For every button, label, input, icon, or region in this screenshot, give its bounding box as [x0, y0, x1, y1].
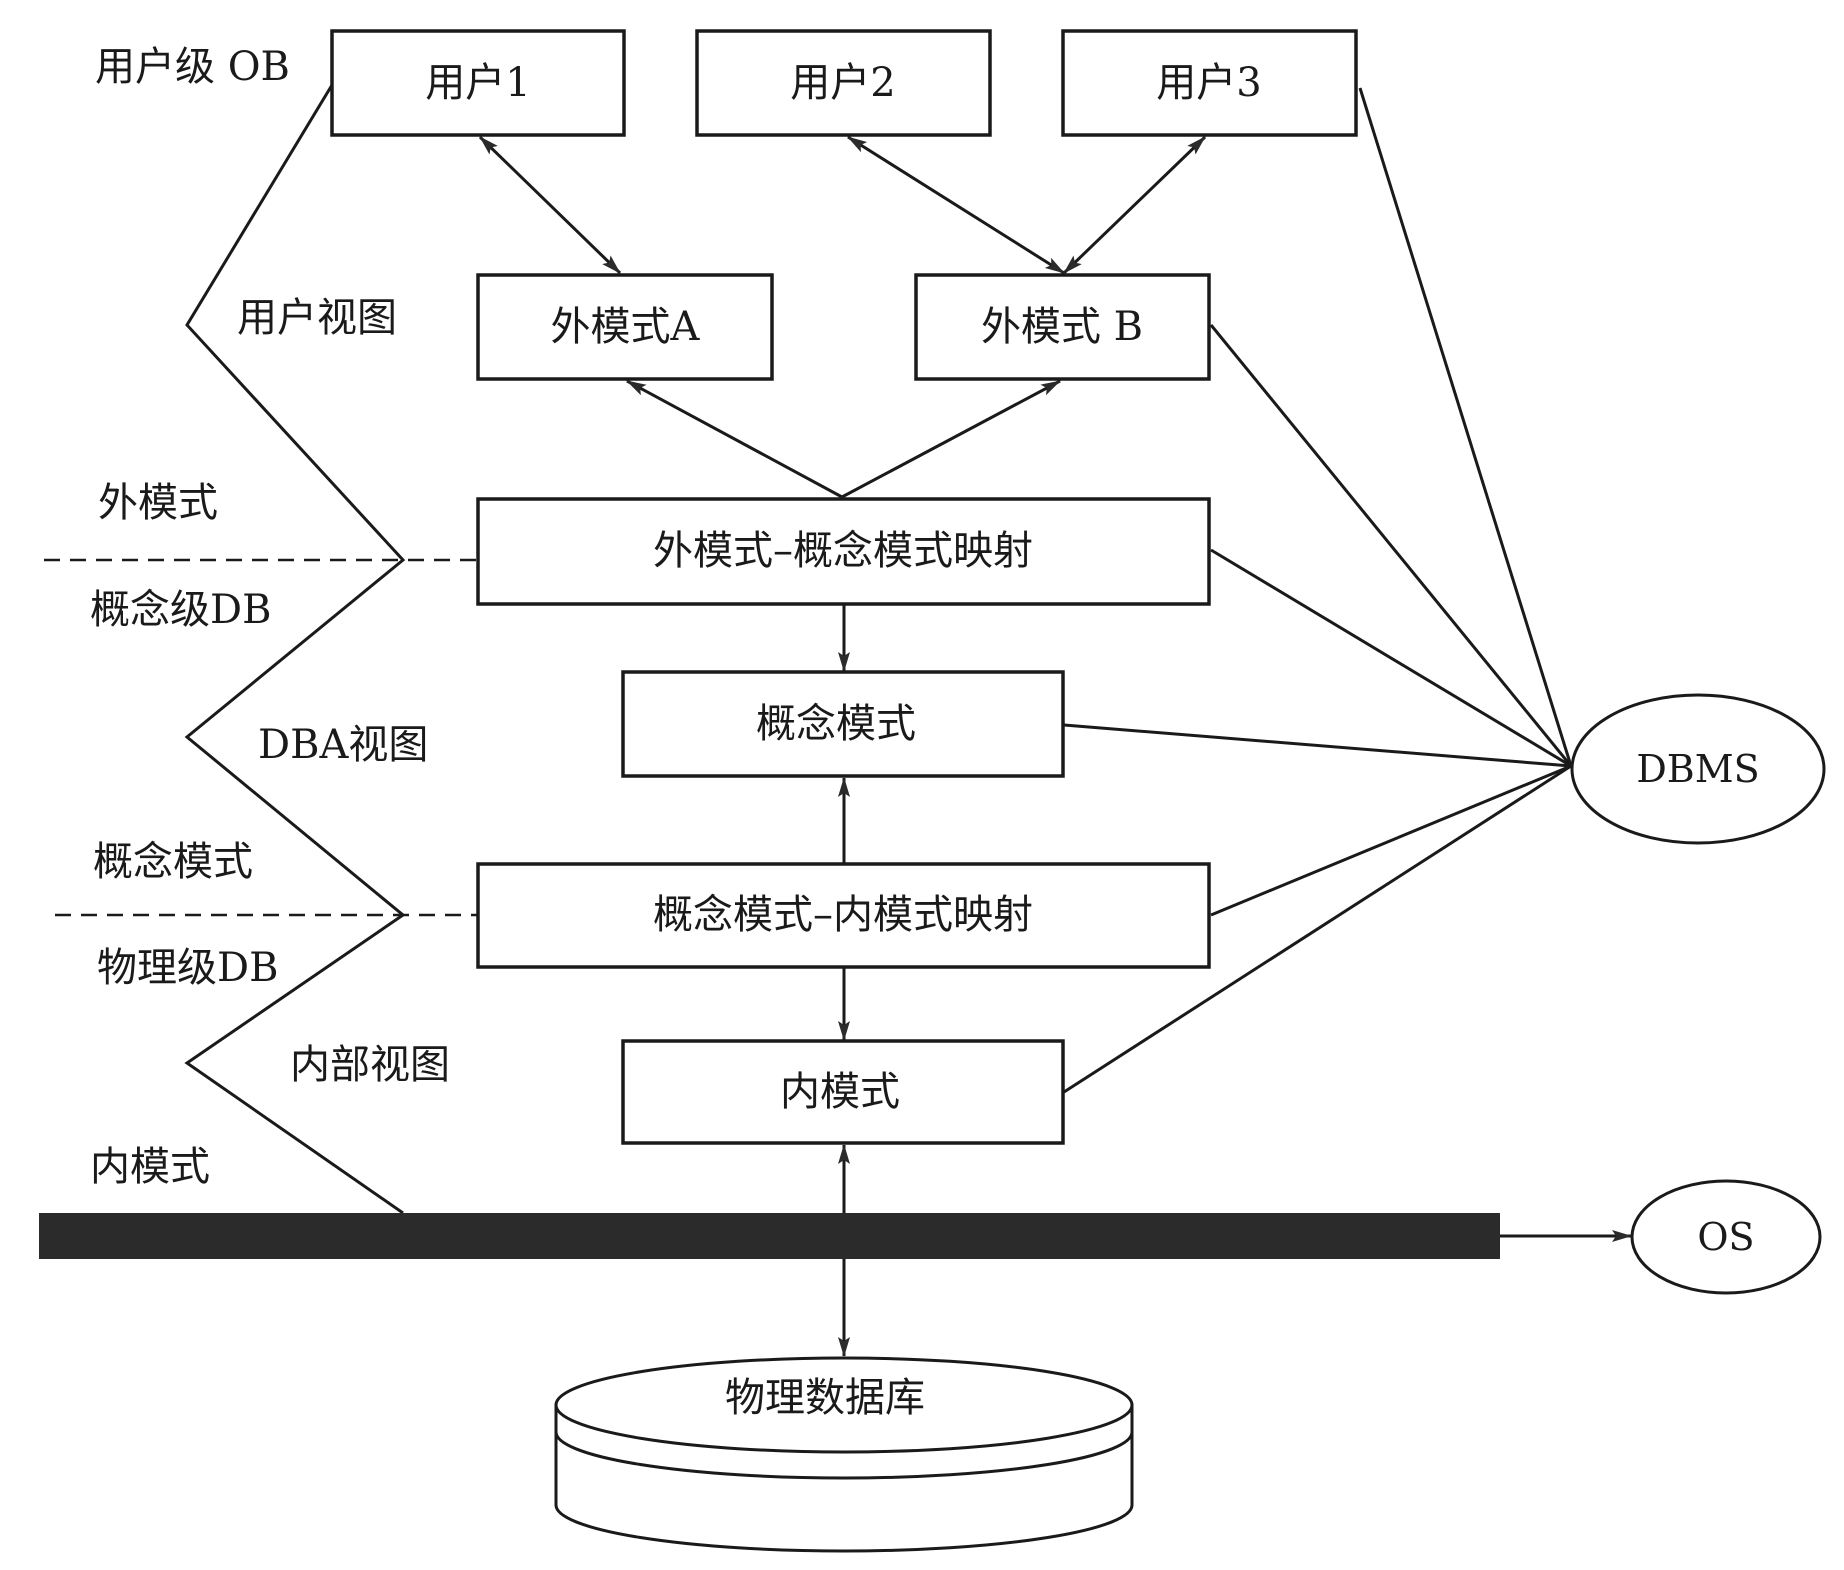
dbms-link-external-b: [1209, 324, 1573, 767]
internal-view-label: 内部视图: [290, 1042, 450, 1088]
user2-label: 用户2: [790, 60, 895, 106]
arrow-user3-external-b: [1062, 135, 1207, 275]
external-conceptual-mapping-node[interactable]: 外模式–概念模式映射: [476, 497, 1211, 606]
external-schema-b-label: 外模式 B: [981, 304, 1143, 350]
os-label: OS: [1697, 1215, 1754, 1259]
arrow-mapping-external-b: [841, 379, 1061, 499]
physical-database-label: 物理数据库: [725, 1375, 925, 1421]
arrow-user2-external-b: [847, 135, 1065, 275]
dbms-label: DBMS: [1636, 747, 1759, 791]
arrow-user1-external-a: [478, 135, 622, 275]
user1-node[interactable]: 用户1: [330, 29, 626, 137]
dbms-link-int-mapping: [1210, 764, 1572, 917]
os-node[interactable]: OS: [1630, 1179, 1822, 1295]
external-schema-side-label: 外模式: [98, 480, 218, 526]
database-cylinder-band: [554, 1431, 1134, 1480]
conceptual-level-label: 概念级DB: [90, 587, 271, 633]
physical-level-label: 物理级DB: [97, 945, 278, 991]
dbms-connections: [1063, 87, 1573, 1094]
external-schema-b-node[interactable]: 外模式 B: [914, 273, 1211, 381]
user2-node[interactable]: 用户2: [695, 29, 992, 137]
dbms-link-user3: [1358, 87, 1573, 767]
user1-label: 用户1: [425, 60, 530, 106]
conceptual-internal-mapping-label: 概念模式–内模式映射: [653, 892, 1033, 938]
os-bus-bar: [39, 1213, 1500, 1259]
user3-node[interactable]: 用户3: [1061, 29, 1358, 137]
user3-label: 用户3: [1156, 60, 1261, 106]
conceptual-schema-node[interactable]: 概念模式: [621, 670, 1065, 778]
dbms-link-ext-mapping: [1210, 548, 1572, 768]
conceptual-internal-mapping-node[interactable]: 概念模式–内模式映射: [476, 862, 1211, 969]
dbms-node[interactable]: DBMS: [1570, 693, 1826, 845]
database-cylinder-top: [554, 1356, 1134, 1454]
conceptual-schema-side-label: 概念模式: [93, 839, 253, 885]
dbms-link-internal: [1063, 764, 1572, 1094]
internal-schema-node[interactable]: 内模式: [621, 1039, 1065, 1145]
level-boundary-zigzag: [184, 84, 406, 1215]
internal-schema-label: 内模式: [780, 1069, 900, 1115]
external-schema-a-label: 外模式A: [551, 304, 701, 350]
user-view-label: 用户视图: [237, 295, 397, 341]
conceptual-schema-label: 概念模式: [756, 701, 916, 747]
physical-database-node[interactable]: 物理数据库: [554, 1356, 1134, 1553]
internal-schema-side-label: 内模式: [90, 1144, 210, 1190]
external-schema-a-node[interactable]: 外模式A: [476, 273, 774, 381]
dba-view-label: DBA视图: [258, 722, 428, 768]
dbms-link-conceptual: [1063, 723, 1572, 768]
user-level-label: 用户级 OB: [95, 44, 290, 90]
external-conceptual-mapping-label: 外模式–概念模式映射: [653, 528, 1033, 574]
arrow-mapping-external-a: [626, 379, 843, 499]
